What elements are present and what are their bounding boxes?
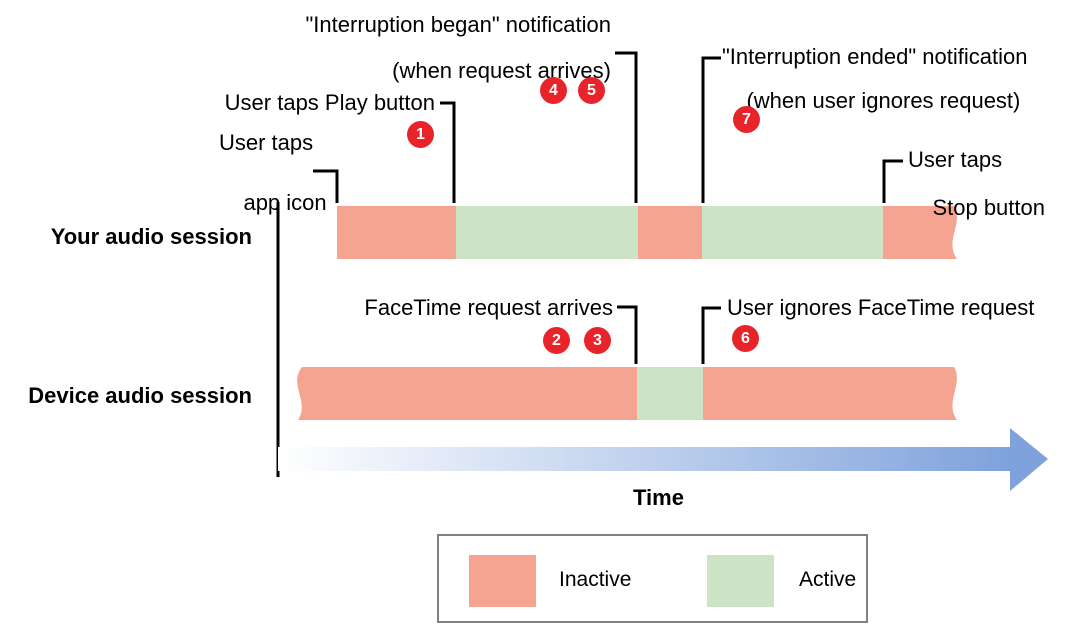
device-session-bar (297, 367, 957, 420)
device-session-segment-active-1 (637, 367, 703, 420)
annotation-user-taps-app-icon: User taps app icon (219, 128, 327, 218)
time-arrow (278, 428, 1048, 491)
annotation-user-taps-stop: User taps Stop button (908, 148, 1045, 220)
interruption-ended-line2: (when user ignores request) (746, 88, 1021, 113)
step-badge-5: 5 (578, 77, 605, 104)
your-session-segment-active-1 (456, 206, 638, 259)
callout-line-app-icon (313, 169, 339, 203)
user-taps-stop-line2: Stop button (932, 195, 1045, 220)
annotation-user-taps-play: User taps Play button (224, 90, 435, 115)
user-taps-stop-line1: User taps (908, 147, 1003, 172)
step-badge-4: 4 (540, 77, 567, 104)
step-badge-2: 2 (543, 327, 570, 354)
callout-line-facetime-request (617, 305, 638, 364)
your-session-bar (337, 206, 957, 259)
callout-line-interruption-began (615, 51, 638, 203)
interruption-began-line2: (when request arrives) (392, 58, 611, 83)
callout-line-user-ignores (701, 306, 721, 364)
callout-line-play-button (440, 101, 456, 203)
legend: Inactive Active (437, 534, 868, 623)
device-session-segment-inactive-2-torn-edge (703, 367, 957, 420)
interruption-began-line1: "Interruption began" notification (305, 12, 612, 37)
time-axis-label: Time (633, 485, 684, 510)
row-label-device-audio-session: Device audio session (28, 383, 252, 408)
callout-line-stop-button (882, 159, 903, 203)
your-session-segment-inactive-2 (638, 206, 702, 259)
step-badge-1: 1 (407, 121, 434, 148)
user-taps-app-icon-line2: app icon (243, 190, 327, 215)
time-arrow-head (1010, 428, 1048, 491)
annotation-facetime-request: FaceTime request arrives (364, 295, 613, 320)
your-session-segment-inactive-3-torn-edge (883, 206, 957, 259)
your-session-segment-inactive-1 (337, 206, 456, 259)
your-session-segment-active-2 (702, 206, 883, 259)
interruption-ended-line1: "Interruption ended" notification (722, 44, 1028, 69)
annotation-interruption-began: "Interruption began" notification (when … (306, 13, 612, 82)
annotation-user-ignores-facetime: User ignores FaceTime request (727, 295, 1035, 320)
annotation-interruption-ended: "Interruption ended" notification (when … (722, 46, 1028, 112)
user-taps-app-icon-line1: User taps (219, 130, 314, 155)
legend-label-active: Active (799, 568, 857, 591)
device-session-segment-inactive-1-torn-edge (297, 367, 637, 420)
step-badge-7: 7 (733, 106, 760, 133)
step-badge-6: 6 (732, 325, 759, 352)
callout-line-interruption-ended (701, 56, 721, 203)
legend-label-inactive: Inactive (559, 568, 632, 591)
legend-swatch-active (707, 555, 774, 607)
callout-lines (313, 51, 903, 364)
time-arrow-shaft (278, 447, 1010, 471)
step-badge-3: 3 (584, 327, 611, 354)
row-label-your-audio-session: Your audio session (50, 224, 252, 249)
legend-swatch-inactive (469, 555, 536, 607)
